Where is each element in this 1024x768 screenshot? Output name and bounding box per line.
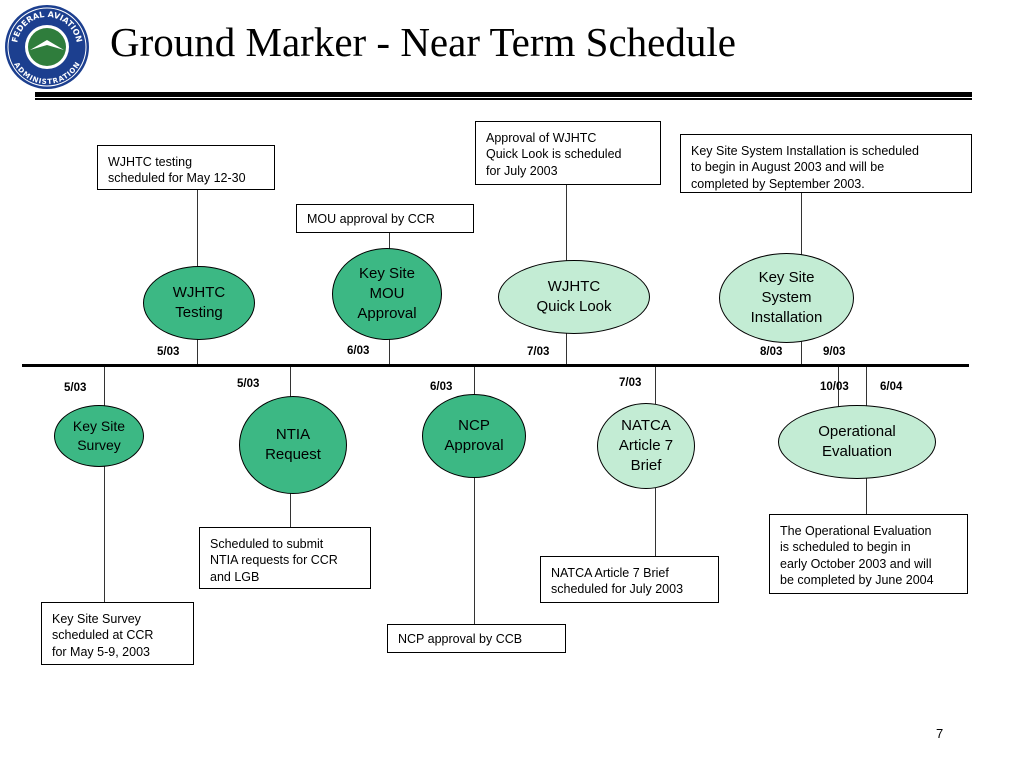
note-ntia-request: Scheduled to submit NTIA requests for CC… xyxy=(199,527,371,589)
connector-line xyxy=(474,367,475,624)
milestone-ncp-approval: NCP Approval xyxy=(422,394,526,478)
milestone-key-site-mou-approval: Key Site MOU Approval xyxy=(332,248,442,340)
milestone-key-site-system-installation: Key Site System Installation xyxy=(719,253,854,343)
milestone-key-site-survey: Key Site Survey xyxy=(54,405,144,467)
date-label-start: 10/03 xyxy=(820,381,849,393)
date-label: 5/03 xyxy=(237,378,260,390)
date-label: 7/03 xyxy=(527,346,550,358)
milestone-wjhtc-testing: WJHTC Testing xyxy=(143,266,255,340)
page-title: Ground Marker - Near Term Schedule xyxy=(110,19,736,65)
connector-line xyxy=(104,367,105,602)
note-wjhtc-quick-look: Approval of WJHTC Quick Look is schedule… xyxy=(475,121,661,185)
milestone-natca-article-7-brief: NATCA Article 7 Brief xyxy=(597,403,695,489)
note-natca-article-7-brief: NATCA Article 7 Brief scheduled for July… xyxy=(540,556,719,603)
date-label: 7/03 xyxy=(619,377,642,389)
connector-line xyxy=(866,367,867,407)
page-number: 7 xyxy=(936,726,944,741)
date-label: 6/03 xyxy=(347,345,370,357)
title-rule xyxy=(35,92,972,97)
title-rule-thin xyxy=(35,98,972,100)
note-wjhtc-testing: WJHTC testing scheduled for May 12-30 xyxy=(97,145,275,190)
note-mou-approval: MOU approval by CCR xyxy=(296,204,474,233)
date-label-start: 8/03 xyxy=(760,346,783,358)
date-label-end: 6/04 xyxy=(880,381,903,393)
connector-line xyxy=(866,478,867,515)
date-label: 5/03 xyxy=(64,382,87,394)
note-ncp-approval: NCP approval by CCB xyxy=(387,624,566,653)
date-label: 6/03 xyxy=(430,381,453,393)
date-label: 5/03 xyxy=(157,346,180,358)
timeline-axis xyxy=(22,364,969,367)
date-label-end: 9/03 xyxy=(823,346,846,358)
milestone-wjhtc-quick-look: WJHTC Quick Look xyxy=(498,260,650,334)
milestone-operational-evaluation: Operational Evaluation xyxy=(778,405,936,479)
faa-logo: FEDERAL AVIATION ADMINISTRATION xyxy=(5,5,89,89)
connector-line xyxy=(838,367,839,407)
note-key-site-system-installation: Key Site System Installation is schedule… xyxy=(680,134,972,193)
note-operational-evaluation: The Operational Evaluation is scheduled … xyxy=(769,514,968,594)
note-key-site-survey: Key Site Survey scheduled at CCR for May… xyxy=(41,602,194,665)
milestone-ntia-request: NTIA Request xyxy=(239,396,347,494)
